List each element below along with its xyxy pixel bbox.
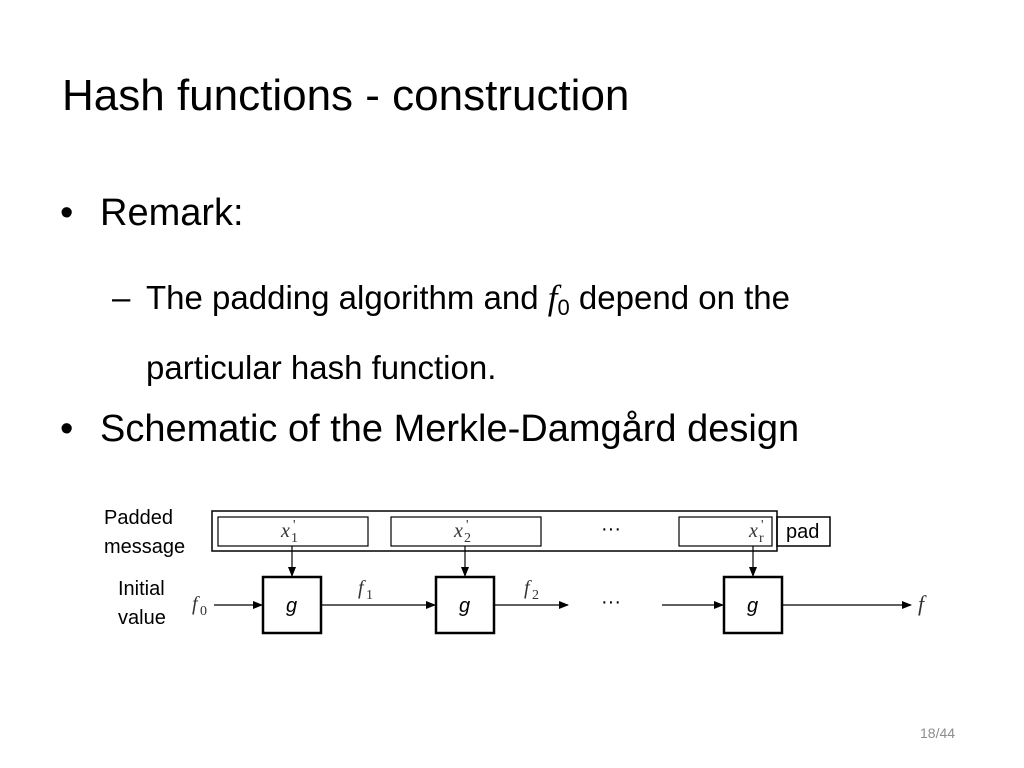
pad-label: pad	[786, 521, 819, 543]
block-sub: 2	[464, 531, 471, 546]
chain-var: f	[524, 577, 532, 599]
chain-label-f0: f 0	[192, 593, 207, 619]
block-prime: '	[293, 518, 296, 533]
bullet-remark: • Remark:	[60, 190, 244, 236]
chain-label-f2: f 2	[524, 577, 539, 603]
slide-title: Hash functions - construction	[62, 71, 630, 120]
output-label: f	[918, 591, 927, 616]
block-var: x	[453, 520, 463, 542]
padded-label-line1: Padded	[104, 507, 173, 529]
chain-sub: 1	[366, 588, 373, 603]
compression-label-r: g	[747, 595, 758, 617]
block-sub: r	[759, 531, 764, 546]
compression-label-1: g	[286, 595, 297, 617]
bullet-schematic: • Schematic of the Merkle-Damgård design	[60, 406, 799, 452]
sub-bullet-marker: –	[112, 279, 131, 316]
bullet-text: Remark:	[100, 192, 244, 234]
sub-bullet-padding: –The padding algorithm and f0 depend on …	[112, 268, 942, 398]
chain-label-f1: f 1	[358, 577, 373, 603]
chain-var: f	[358, 577, 366, 599]
compression-label-2: g	[459, 595, 470, 617]
page-number: 18/44	[920, 725, 956, 741]
block-var: x	[280, 520, 290, 542]
bullet-marker: •	[60, 408, 74, 450]
bullet-text: Schematic of the Merkle-Damgård design	[100, 408, 800, 450]
chain-sub: 0	[200, 604, 207, 619]
bullet-marker: •	[60, 192, 74, 234]
message-block-2: x 2 '	[390, 516, 542, 547]
math-f: f	[547, 278, 558, 317]
block-sub: 1	[291, 531, 298, 546]
padded-label-line2: message	[104, 536, 185, 558]
initial-label-line1: Initial	[118, 578, 165, 600]
sub-bullet-continuation: particular hash function.	[146, 349, 497, 386]
initial-label-line2: value	[118, 607, 166, 629]
message-block-r: x r '	[678, 516, 773, 547]
pad-box	[776, 516, 831, 547]
merkle-damgard-diagram: Padded message Initial value pad x 1 ' x…	[104, 507, 927, 635]
ellipsis-top: ···	[601, 518, 621, 540]
block-prime: '	[466, 518, 469, 533]
math-f-subscript: 0	[557, 295, 570, 320]
block-prime: '	[761, 518, 764, 533]
chain-sub: 2	[532, 588, 539, 603]
block-var: x	[748, 520, 758, 542]
message-block-1: x 1 '	[217, 516, 369, 547]
sub-bullet-text-before: The padding algorithm and	[146, 279, 548, 316]
ellipsis-bottom: ···	[601, 591, 621, 613]
chain-var: f	[192, 593, 200, 615]
sub-bullet-text-after: depend on the	[569, 279, 790, 316]
